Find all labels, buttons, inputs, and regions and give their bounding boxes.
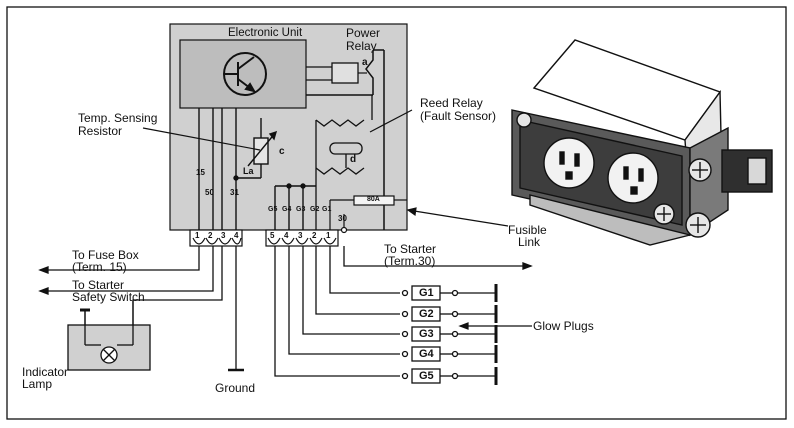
electronic-unit-label: Electronic Unit: [228, 27, 303, 39]
leader-lines: [142, 109, 532, 330]
terminal-left-3: 3: [221, 231, 226, 240]
temp-sensing-resistor: [236, 118, 278, 179]
fusible-link-label-2: Link: [518, 235, 541, 249]
terminal-30-label: 30: [338, 214, 347, 223]
transistor-box: [179, 39, 307, 109]
power-relay-coil: [331, 62, 359, 84]
terminal-right-2: 2: [312, 231, 317, 240]
resistor-letter-c: c: [279, 146, 285, 157]
temp-sensor-label-2: Resistor: [78, 124, 123, 138]
fuse-rating: 80A: [367, 196, 380, 203]
power-relay-label-1: Power: [346, 26, 381, 40]
wire-number-31: 31: [230, 188, 239, 197]
terminal-right-5: 5: [270, 231, 275, 240]
fuse-box-label-1: To Fuse Box: [72, 248, 139, 262]
reed-relay-label-2: (Fault Sensor): [420, 109, 497, 123]
transistor-symbol: [223, 52, 267, 96]
letter-la: La: [243, 166, 254, 176]
terminal-right-3: 3: [298, 231, 303, 240]
to-starter-label-2: (Term.30): [384, 254, 436, 268]
indicator-lamp-label-1: Indicator: [22, 365, 69, 379]
terminal-group-g3: G3: [296, 206, 306, 213]
wire-number-50: 50: [205, 188, 214, 197]
terminal-group-g4: G4: [282, 206, 292, 213]
starter-safety-label-2: Safety Switch: [72, 290, 145, 304]
reed-letter-d: d: [350, 154, 357, 165]
temp-sensor-label-1: Temp. Sensing: [78, 111, 158, 125]
glow-plug-g1: G1: [419, 287, 434, 299]
glow-plugs-label: Glow Plugs: [533, 319, 594, 333]
reed-relay: [315, 95, 373, 230]
glow-plug-g2: G2: [419, 308, 434, 320]
terminal-block-right: [265, 229, 339, 247]
relay-letter-a: a: [362, 57, 368, 68]
glow-plug-row: [401, 284, 498, 385]
terminal-left-2: 2: [208, 231, 213, 240]
terminal-right-1: 1: [326, 231, 331, 240]
fusible-link-label-1: Fusible: [508, 223, 547, 237]
glow-plug-g5: G5: [419, 370, 434, 382]
starter-safety-label-1: To Starter: [72, 278, 125, 292]
terminal-right-4: 4: [284, 231, 289, 240]
ground-label: Ground: [215, 381, 256, 395]
reed-relay-label-1: Reed Relay: [420, 96, 483, 110]
indicator-lamp-label-2: Lamp: [22, 377, 53, 391]
glow-plug-g3: G3: [419, 328, 434, 340]
glow-plug-g4: G4: [419, 348, 434, 360]
power-relay-label-2: Relay: [346, 39, 377, 53]
to-starter-label-1: To Starter: [384, 242, 437, 256]
wire-number-15: 15: [196, 168, 205, 177]
fusible-link-symbol: [329, 195, 407, 234]
fuse-box-label-2: (Term. 15): [72, 260, 127, 274]
terminal-group-g1: G1: [322, 206, 332, 213]
terminal-block-left: [189, 229, 243, 247]
terminal-left-1: 1: [195, 231, 200, 240]
diagram-border: [6, 6, 787, 420]
terminal-left-4: 4: [234, 231, 239, 240]
relay-unit-drawing: [511, 39, 773, 246]
internal-wires: [198, 108, 316, 230]
terminal-group-g2: G2: [310, 206, 320, 213]
indicator-lamp-symbol: [67, 300, 151, 371]
terminal-group-g5: G5: [268, 206, 278, 213]
